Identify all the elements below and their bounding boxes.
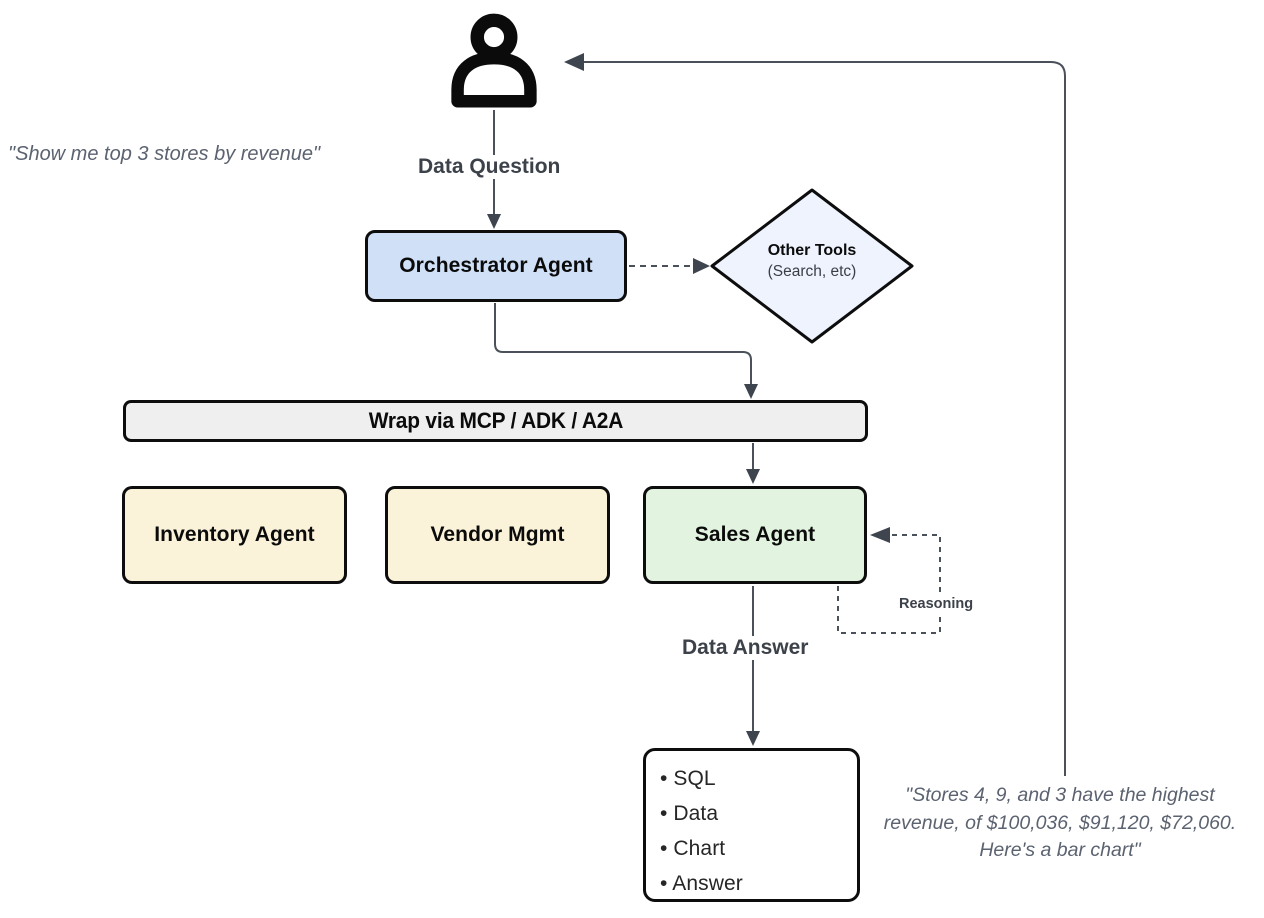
output-item-chart: Chart <box>660 831 743 866</box>
answer-quote: "Stores 4, 9, and 3 have the highest rev… <box>862 782 1258 865</box>
arrow-answer-to-user <box>564 53 1066 776</box>
wrap-mcp-adk-a2a-bar: Wrap via MCP / ADK / A2A <box>123 400 868 442</box>
vendor-mgmt-node: Vendor Mgmt <box>385 486 610 584</box>
output-item-data: Data <box>660 796 743 831</box>
arrow-orchestrator-to-wrap-bar <box>494 303 758 399</box>
other-tools-subtitle: (Search, etc) <box>767 263 857 280</box>
other-tools-diamond <box>710 188 914 344</box>
sales-agent-node: Sales Agent <box>643 486 867 584</box>
output-item-answer: Answer <box>660 866 743 901</box>
arrow-wrap-bar-to-sales <box>746 443 760 484</box>
reasoning-label: Reasoning <box>894 594 979 614</box>
answer-quote-line-3: Here's a bar chart" <box>979 839 1141 861</box>
output-item-sql: SQL <box>660 761 743 796</box>
orchestrator-agent-node: Orchestrator Agent <box>365 230 627 302</box>
answer-quote-line-1: "Stores 4, 9, and 3 have the highest <box>905 784 1215 806</box>
reasoning-loop <box>837 527 941 634</box>
arrow-sales-to-output <box>746 586 760 746</box>
answer-quote-line-2: revenue, of $100,036, $91,120, $72,060. <box>883 811 1237 834</box>
other-tools-node: Other Tools (Search, etc) <box>732 240 892 282</box>
inventory-agent-node: Inventory Agent <box>122 486 347 584</box>
arrow-orchestrator-to-other-tools <box>629 258 710 274</box>
output-list-node: SQL Data Chart Answer <box>643 748 860 902</box>
output-list: SQL Data Chart Answer <box>660 761 743 901</box>
wrap-bar-label: Wrap via MCP / ADK / A2A <box>368 408 623 433</box>
data-question-label: Data Question <box>412 155 567 179</box>
other-tools-title: Other Tools <box>767 242 857 259</box>
user-person-icon <box>448 13 540 110</box>
user-quote: "Show me top 3 stores by revenue" <box>8 143 321 165</box>
data-answer-label: Data Answer <box>676 636 815 660</box>
